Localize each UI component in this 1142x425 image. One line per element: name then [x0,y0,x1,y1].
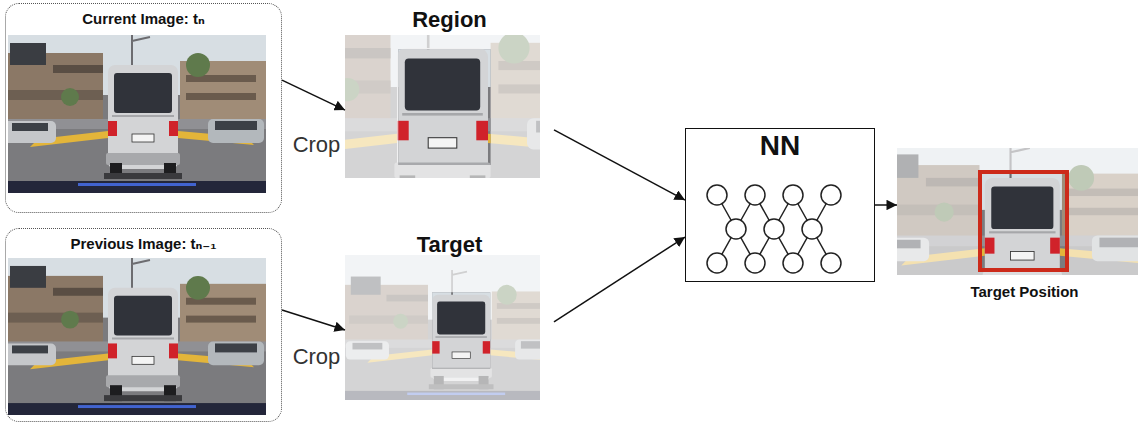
output-panel: Target Position [897,148,1142,308]
node-label: Current Image: tₙ [6,4,281,28]
net-neuron [802,219,822,239]
street-scene [398,49,490,165]
crop-panel: Region [345,2,554,178]
flow-arrow [282,310,345,330]
flow-arrow [554,130,685,200]
street-scene [432,292,490,368]
clear-window [432,292,490,368]
node-label: Region [345,2,554,34]
fade-overlay [556,0,1142,425]
net-neuron [707,253,727,273]
street-scene [556,0,1142,425]
net-neuron [783,253,803,273]
output-photo [556,0,1142,425]
node-label: NN [686,129,874,162]
target-crop [100,21,847,425]
street-scene [981,171,1068,269]
bounding-box [980,172,1067,270]
net-neuron [821,253,841,273]
net-neuron [745,253,765,273]
input-frame: Previous Image: tₙ₋₁ [5,228,282,422]
net-neuron [726,219,746,239]
crop-panel: Target [345,227,554,400]
node-label: Previous Image: tₙ₋₁ [6,229,281,253]
clear-window [398,49,490,165]
edge-label: Crop [291,344,343,370]
region-crop [0,0,1047,425]
net-neuron [707,185,727,205]
net-neuron [821,185,841,205]
neural-net-icon [707,185,841,273]
net-neuron [745,185,765,205]
node-label: Target Position [897,282,1142,308]
node-label: Target [345,227,554,259]
net-neuron [783,185,803,205]
input-frame: Current Image: tₙ [5,3,282,213]
clear-window [981,171,1068,269]
net-neuron [764,219,784,239]
network-box: NN [685,128,875,282]
fade-overlay [100,21,847,425]
flow-arrow [554,237,685,322]
net-link [717,195,831,263]
flow-arrow [282,80,345,110]
fade-overlay [0,0,1047,425]
flow-arrow [875,204,897,206]
edge-label: Crop [291,132,343,158]
street-scene [100,21,812,425]
